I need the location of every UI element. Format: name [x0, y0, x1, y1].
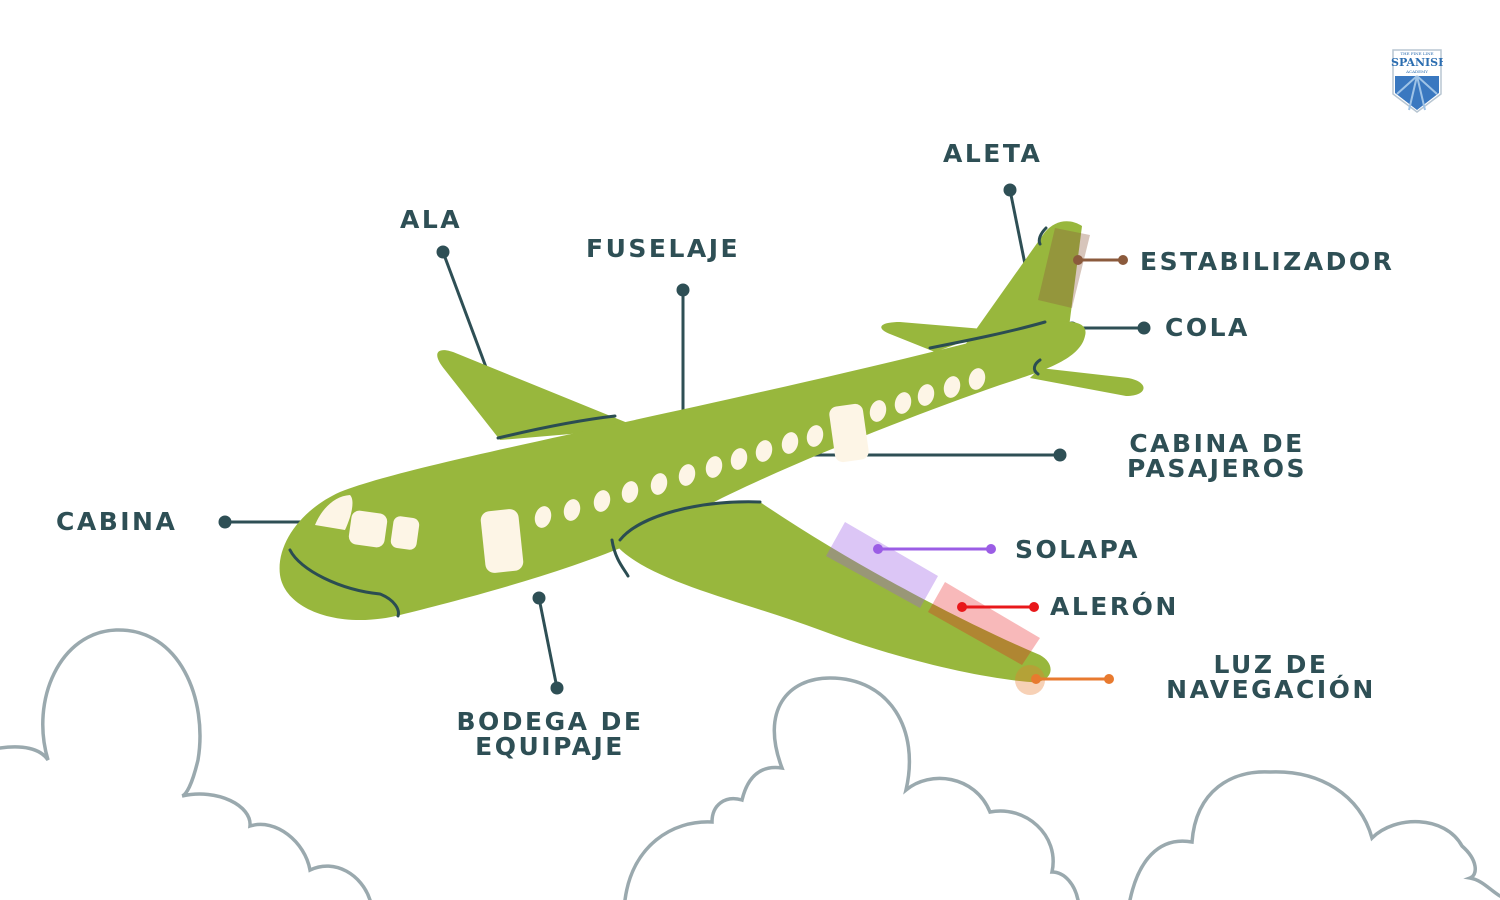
plane-detail-lines [288, 226, 1048, 618]
part-highlights [826, 228, 1090, 695]
label-ala: ALA [400, 205, 463, 234]
label-cola: COLA [1165, 313, 1250, 342]
label-fuselaje: FUSELAJE [586, 234, 741, 263]
logo-shield-icon [1392, 49, 1442, 113]
estabilizador-highlight [1038, 228, 1090, 308]
label-cabina: CABINA [56, 507, 178, 536]
navegacion-light-highlight [1015, 665, 1045, 695]
label-bodega-de-equipaje-line1: BODEGA DE [456, 707, 644, 736]
label-aleta: ALETA [943, 139, 1043, 168]
near-horizontal-stabilizer [1030, 368, 1144, 396]
vertical-fin [965, 221, 1082, 345]
label-luz-de-navegacion-line2: NAVEGACIÓN [1166, 675, 1376, 704]
label-cabina-de-pasajeros-line1: CABINA DE [1129, 429, 1305, 458]
label-aleron: ALERÓN [1050, 592, 1179, 621]
near-wing [612, 501, 1051, 683]
rear-door [829, 403, 869, 463]
cloud-right [1128, 770, 1500, 900]
colored-leader-lines [873, 255, 1128, 684]
solapa-highlight [826, 522, 938, 608]
cockpit-window [348, 510, 388, 548]
label-luz-de-navegacion: LUZ DE NAVEGACIÓN [1142, 652, 1400, 702]
label-bodega-de-equipaje: BODEGA DE EQUIPAJE [438, 709, 662, 759]
logo-top-text: THE FINE LINE [1400, 51, 1434, 56]
aleron-highlight [928, 582, 1040, 665]
cloud-left [0, 628, 372, 900]
label-solapa: SOLAPA [1015, 535, 1140, 564]
logo-main-text: SPANISH [1391, 56, 1443, 69]
windows [315, 368, 986, 573]
far-horizontal-stabilizer [881, 322, 995, 352]
label-bodega-de-equipaje-line2: EQUIPAJE [475, 732, 625, 761]
label-cabina-de-pasajeros: CABINA DE PASAJEROS [1102, 431, 1332, 481]
far-wing [437, 350, 640, 440]
cockpit-window [390, 516, 420, 550]
cockpit-window [315, 495, 353, 530]
label-estabilizador: ESTABILIZADOR [1140, 247, 1395, 276]
front-door [480, 509, 524, 573]
label-luz-de-navegacion-line1: LUZ DE [1213, 650, 1329, 679]
label-cabina-de-pasajeros-line2: PASAJEROS [1126, 454, 1308, 483]
cloud-middle [623, 676, 1080, 900]
logo-bottom-text: ACADEMY [1406, 69, 1428, 74]
spanish-academy-logo: THE FINE LINE SPANISH ACADEMY [1391, 48, 1443, 114]
clouds [0, 628, 1500, 900]
